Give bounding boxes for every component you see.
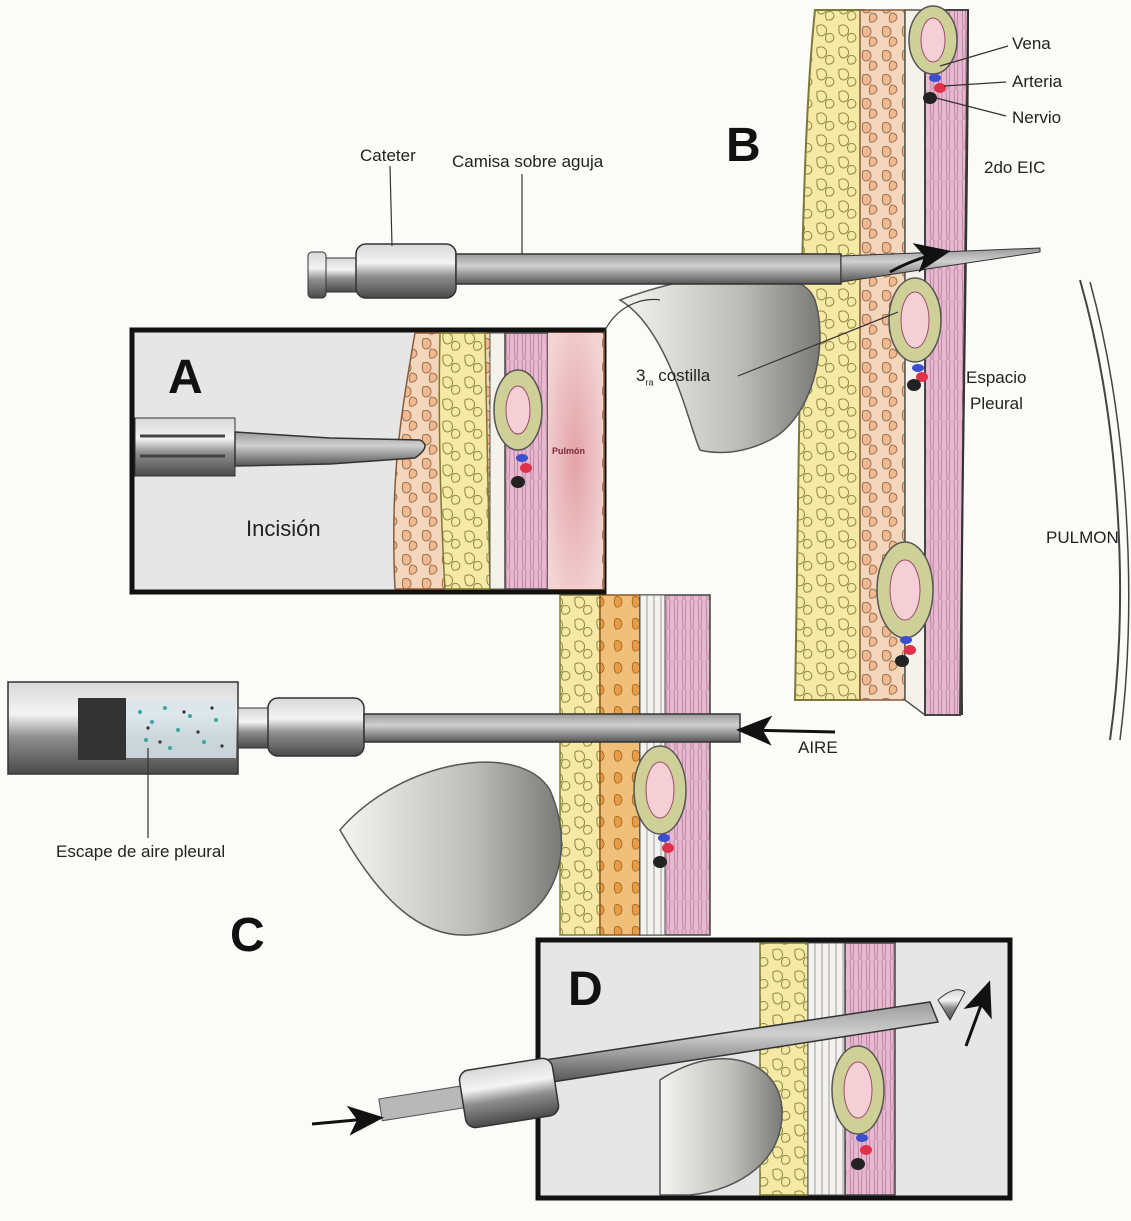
- rib-bulge-c: [340, 762, 561, 935]
- pleural-label: Pleural: [970, 394, 1023, 414]
- panel-c-chest-wall: [560, 595, 710, 935]
- panel-a-letter: A: [168, 350, 203, 405]
- escape-label: Escape de aire pleural: [56, 842, 225, 862]
- panel-d-letter: D: [568, 962, 603, 1017]
- panel-d: [538, 940, 1010, 1198]
- panel-b-letter: B: [726, 118, 761, 173]
- rib-bulge-b: [620, 274, 820, 453]
- pulmon-small-label: Pulmón: [552, 446, 585, 456]
- lung-outline: [1080, 280, 1129, 740]
- nervio-label: Nervio: [1012, 108, 1061, 128]
- panel-c-letter: C: [230, 908, 265, 963]
- arteria-label: Arteria: [1012, 72, 1062, 92]
- cateter-label: Cateter: [360, 146, 416, 166]
- costilla-label: 3ra costilla: [636, 366, 710, 387]
- incision-label: Incisión: [246, 516, 321, 542]
- aire-label: AIRE: [798, 738, 838, 758]
- eic-label: 2do EIC: [984, 158, 1045, 178]
- panel-a: [132, 330, 604, 592]
- vena-label: Vena: [1012, 34, 1051, 54]
- catheter-hub-d: [312, 1057, 560, 1129]
- espacio-label: Espacio: [966, 368, 1026, 388]
- camisa-label: Camisa sobre aguja: [452, 152, 603, 172]
- panel-b-chest-wall: [795, 6, 968, 715]
- pulmon-label: PULMON: [1046, 528, 1119, 548]
